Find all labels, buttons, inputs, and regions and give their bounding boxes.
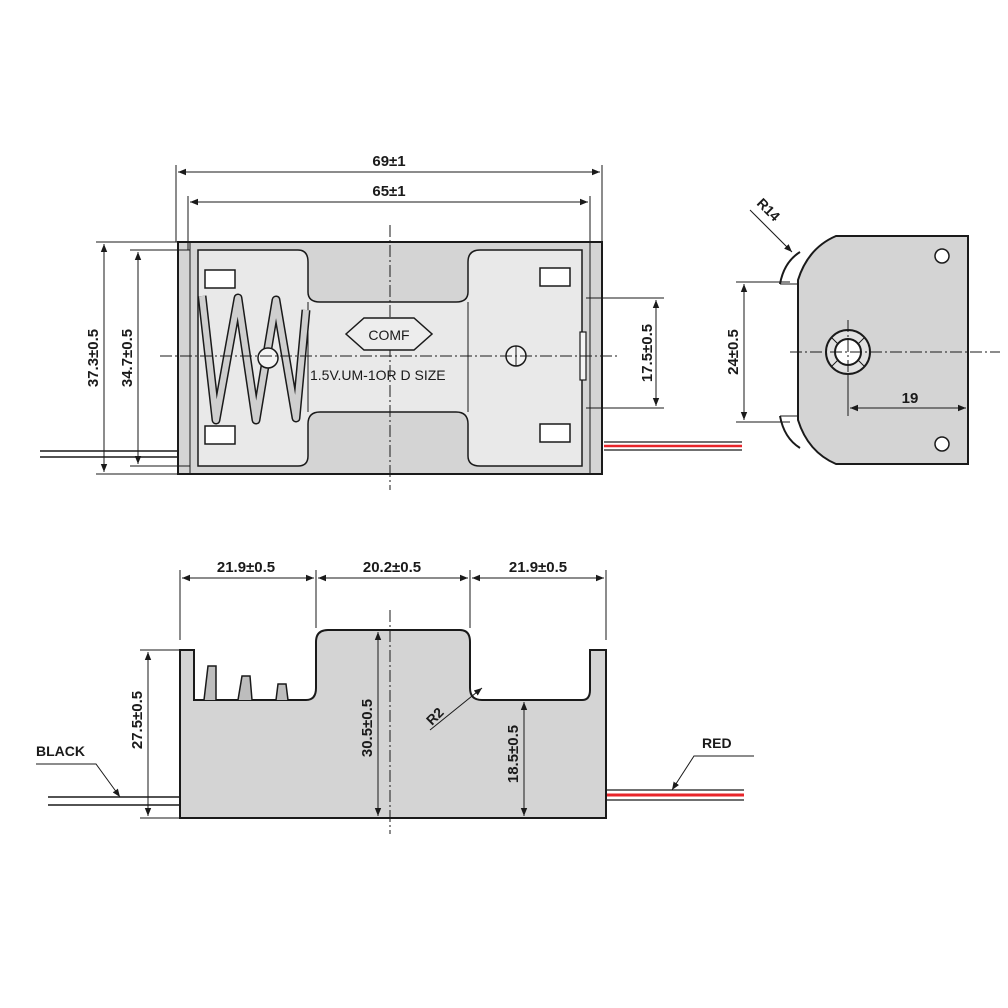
dim-terminal-spacing: 17.5±0.5	[586, 297, 664, 409]
svg-text:21.9±0.5: 21.9±0.5	[509, 559, 567, 576]
brand-logo: COMF	[344, 317, 434, 351]
mounting-hole	[934, 436, 950, 452]
holder-side-body	[179, 629, 607, 819]
dim-side-segments: 21.9±0.5 20.2±0.5 21.9±0.5	[179, 559, 607, 640]
brand-text: COMF	[368, 327, 409, 343]
dim-cutout-height: 18.5±0.5	[505, 702, 528, 816]
dim-total-height: 30.5±0.5	[359, 632, 382, 816]
svg-text:21.9±0.5: 21.9±0.5	[217, 559, 275, 576]
mounting-hole	[257, 347, 279, 369]
svg-text:17.5±0.5: 17.5±0.5	[639, 324, 656, 382]
battery-spec-text: 1.5V.UM-1OR D SIZE	[310, 367, 446, 383]
contact-window	[539, 423, 571, 443]
side-view: 21.9±0.5 20.2±0.5 21.9±0.5 27.5±0.5 30.5…	[36, 559, 754, 834]
dim-overall-length: 69±1	[175, 153, 603, 242]
dim-inner-width: 34.7±0.5	[119, 249, 190, 467]
mounting-hole	[934, 248, 950, 264]
black-wire-side	[48, 796, 180, 806]
top-view: COMF 1.5V.UM-1OR D SIZE 69±1 65±1 37.3±0…	[40, 153, 742, 490]
svg-text:69±1: 69±1	[372, 153, 405, 170]
dim-end-radius: R14	[749, 195, 793, 253]
svg-text:34.7±0.5: 34.7±0.5	[119, 329, 136, 387]
svg-text:24±0.5: 24±0.5	[725, 329, 742, 375]
end-view: R14 24±0.5 19	[725, 195, 1000, 465]
svg-text:18.5±0.5: 18.5±0.5	[505, 725, 522, 783]
dim-wall-height: 27.5±0.5	[129, 649, 180, 819]
dim-inner-length: 65±1	[187, 183, 591, 250]
black-wire-label: BLACK	[36, 743, 121, 798]
svg-text:20.2±0.5: 20.2±0.5	[363, 559, 421, 576]
svg-text:19: 19	[902, 390, 919, 407]
svg-text:65±1: 65±1	[372, 183, 405, 200]
svg-text:37.3±0.5: 37.3±0.5	[85, 329, 102, 387]
dim-end-height: 24±0.5	[725, 281, 790, 423]
svg-text:27.5±0.5: 27.5±0.5	[129, 691, 146, 749]
svg-text:RED: RED	[702, 735, 732, 751]
holder-end-plate	[797, 235, 969, 465]
red-wire-label: RED	[671, 735, 754, 791]
red-wire-side	[606, 789, 744, 801]
dim-end-offset: 19	[847, 376, 966, 416]
contact-window	[204, 269, 236, 289]
contact-window	[539, 267, 571, 287]
svg-text:BLACK: BLACK	[36, 743, 85, 759]
svg-text:30.5±0.5: 30.5±0.5	[359, 699, 376, 757]
black-wire-top	[40, 450, 178, 458]
contact-window	[204, 425, 236, 445]
spring-contact	[197, 293, 311, 425]
red-wire-top	[604, 441, 742, 451]
svg-text:R14: R14	[754, 195, 784, 225]
dim-overall-width: 37.3±0.5	[85, 241, 178, 475]
spring-tips	[203, 665, 289, 701]
